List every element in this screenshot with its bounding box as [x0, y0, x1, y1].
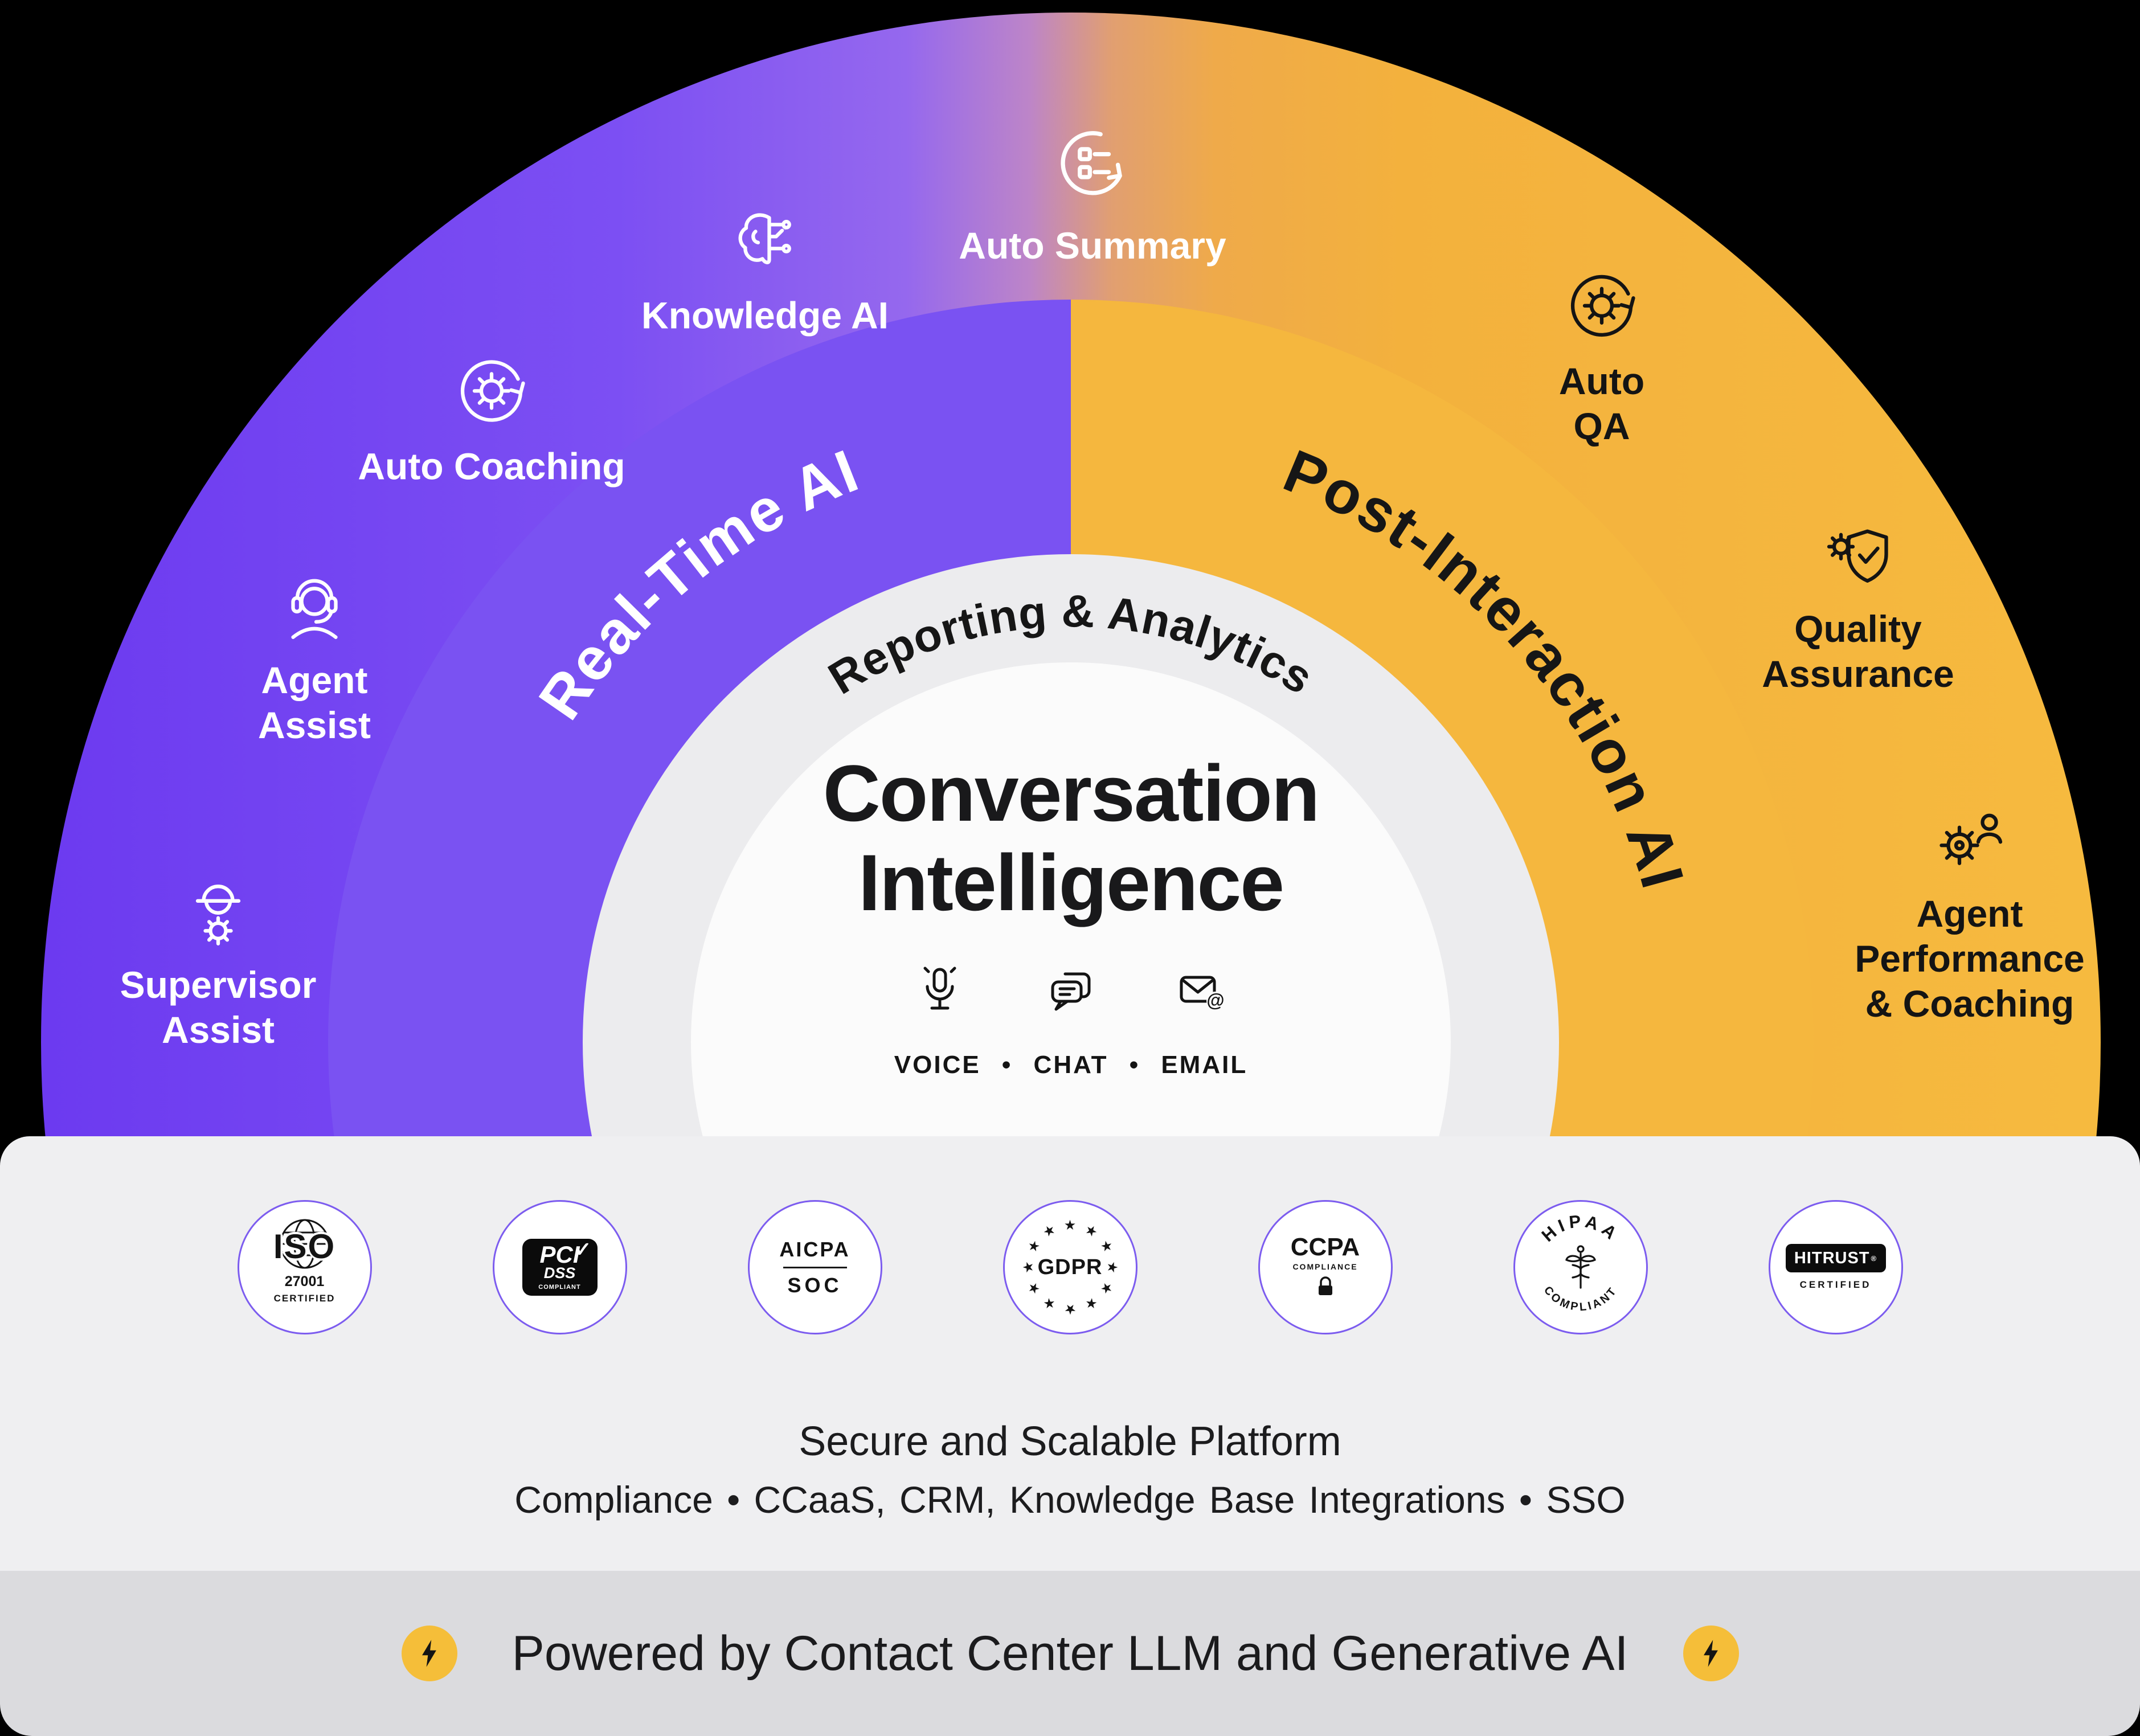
gdpr-name: GDPR: [1037, 1255, 1103, 1279]
badge-aicpa-soc: AICPA SOC: [747, 1200, 882, 1334]
channels-caption: VOICE • CHAT • EMAIL: [894, 1051, 1248, 1079]
ccpa-name: CCPA: [1290, 1233, 1360, 1261]
star-icon: ★: [1020, 1261, 1036, 1274]
feature-knowledge-ai: Knowledge AI: [634, 197, 896, 338]
feature-auto-summary: Auto Summary: [956, 113, 1229, 268]
feature-label: Quality Assurance: [1762, 607, 1954, 695]
semicircle-rings: Real-Time AI Post-Interaction AI Reporti…: [41, 13, 2101, 1142]
badge-gdpr: ★ ★ ★ ★ ★ ★ ★ ★ ★ ★ ★ ★ GDPR: [1003, 1200, 1137, 1334]
star-icon: ★: [1063, 1301, 1077, 1317]
at-glyph: @: [1206, 990, 1224, 1010]
iso-name: ISO: [273, 1227, 336, 1266]
feature-label: Supervisor Assist: [120, 963, 317, 1051]
check-icon: ✓: [574, 1238, 592, 1261]
ccpa-sub: COMPLIANCE: [1292, 1262, 1358, 1271]
feature-label: Knowledge AI: [641, 294, 889, 337]
pci-sub: DSS: [543, 1264, 576, 1281]
auto-summary-icon: [1043, 113, 1143, 213]
feature-agent-performance: Agent Performance & Coaching: [1850, 796, 2089, 1027]
feature-auto-coaching: Auto Coaching: [349, 348, 634, 489]
feature-label: Agent Assist: [257, 658, 371, 746]
hitrust-name: HITRUST: [1794, 1248, 1870, 1267]
hipaa-seal: HIPAA COMPLIANT: [1537, 1211, 1623, 1313]
pci-name: PCI: [539, 1241, 580, 1268]
registered-mark: ®: [1871, 1254, 1877, 1263]
auto-qa-icon: [1559, 263, 1644, 349]
powered-by-band: Powered by Contact Center LLM and Genera…: [0, 1571, 2140, 1736]
platform-subtitle: Compliance • CCaaS, CRM, Knowledge Base …: [514, 1479, 1626, 1521]
badge-iso-27001: ISO 27001 CERTIFIED: [237, 1200, 372, 1334]
pci-status: COMPLIANT: [538, 1283, 581, 1291]
feature-agent-assist: Agent Assist: [240, 562, 388, 748]
secure-platform-band: ISO 27001 CERTIFIED PCI ✓ DSS COMPLIANT …: [0, 1136, 2140, 1571]
badge-ccpa: CCPA COMPLIANCE: [1258, 1200, 1393, 1334]
feature-label: Auto Summary: [959, 224, 1226, 267]
hitrust-chip: HITRUST ®: [1785, 1244, 1886, 1272]
iso-status: CERTIFIED: [273, 1293, 335, 1304]
page-title: Conversation Intelligence: [823, 748, 1320, 928]
email-icon: @: [1180, 976, 1225, 1010]
badge-pci-dss: PCI ✓ DSS COMPLIANT: [492, 1200, 627, 1334]
badge-hitrust: HITRUST ® CERTIFIED: [1768, 1200, 1903, 1334]
quality-assurance-icon: [1815, 511, 1901, 596]
caduceus-icon: [1565, 1245, 1596, 1289]
auto-coaching-icon: [449, 348, 534, 433]
badge-hipaa: HIPAA COMPLIANT: [1513, 1200, 1648, 1334]
star-icon: ★: [1063, 1217, 1077, 1233]
globe-icon: [262, 1217, 347, 1274]
knowledge-ai-icon: [722, 197, 808, 282]
star-icon: ★: [1104, 1261, 1120, 1274]
title-line-1: Conversation: [823, 748, 1320, 838]
feature-quality-assurance: Quality Assurance: [1762, 511, 1954, 697]
lock-icon: [1314, 1276, 1337, 1300]
platform-title: Secure and Scalable Platform: [799, 1419, 1341, 1464]
voice-mic-icon: [923, 967, 956, 1010]
hitrust-status: CERTIFIED: [1799, 1279, 1872, 1290]
supervisor-assist-icon: [175, 867, 261, 952]
agent-performance-icon: [1927, 796, 2012, 881]
soc-name: SOC: [787, 1273, 842, 1297]
divider: [783, 1266, 847, 1268]
feature-supervisor-assist: Supervisor Assist: [104, 867, 332, 1053]
feature-label: Auto QA: [1558, 359, 1645, 447]
aicpa-name: AICPA: [779, 1237, 850, 1261]
iso-number: 27001: [284, 1274, 325, 1289]
feature-label: Auto Coaching: [358, 445, 625, 488]
title-line-2: Intelligence: [858, 837, 1284, 927]
compliance-badges-row: ISO 27001 CERTIFIED PCI ✓ DSS COMPLIANT …: [237, 1200, 1903, 1334]
agent-assist-icon: [272, 562, 357, 648]
powered-by-text: Powered by Contact Center LLM and Genera…: [512, 1626, 1628, 1681]
feature-label: Agent Performance & Coaching: [1855, 892, 2085, 1025]
channel-icons: @: [911, 963, 1230, 1020]
chat-icon: [1051, 972, 1091, 1011]
hipaa-name: HIPAA: [1537, 1211, 1623, 1246]
feature-auto-qa: Auto QA: [1553, 263, 1650, 449]
center-circle: [691, 662, 1451, 1142]
lightning-bolt-icon: [401, 1626, 457, 1681]
pci-chip: PCI ✓ DSS COMPLIANT: [522, 1238, 598, 1296]
lightning-bolt-icon: [1683, 1626, 1739, 1681]
